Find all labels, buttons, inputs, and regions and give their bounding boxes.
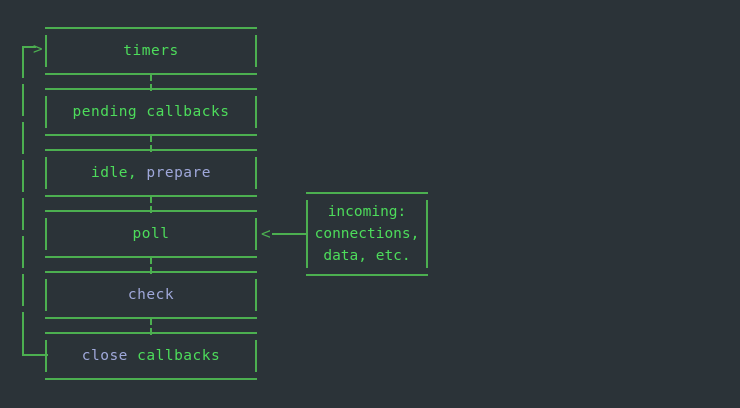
incoming-line: incoming: <box>327 203 407 220</box>
phase-label-poll: poll <box>45 210 257 258</box>
connector-idle-poll <box>150 196 152 203</box>
phase-label-segment: poll <box>132 226 170 242</box>
box-edge-left <box>306 200 308 268</box>
connector-timers-pending <box>150 84 152 91</box>
box-edge-bottom <box>45 73 257 75</box>
connector-poll-check <box>150 267 152 274</box>
box-edge-right <box>255 279 257 311</box>
phase-box-pending-callbacks[interactable]: pending callbacks <box>45 88 257 136</box>
arrow-left-icon: < <box>261 224 271 243</box>
box-edge-right <box>255 35 257 67</box>
box-edge-bottom <box>45 134 257 136</box>
box-edge-left <box>45 96 47 128</box>
loop-spine-segment <box>22 54 24 78</box>
box-edge-left <box>45 340 47 372</box>
loop-spine-segment <box>22 312 24 344</box>
phase-label-segment: callbacks <box>137 348 221 364</box>
loop-bottom-elbow <box>22 354 48 356</box>
phase-label-pending-callbacks: pending callbacks <box>45 88 257 136</box>
phase-label-segment-keyword: check <box>127 287 175 303</box>
connector-pending-idle <box>150 135 152 142</box>
phase-label-check: check <box>45 271 257 319</box>
phase-box-timers[interactable]: timers <box>45 27 257 75</box>
phase-label-segment: idle, <box>91 165 147 181</box>
incoming-to-poll-line <box>272 233 308 235</box>
phase-label-timers: timers <box>45 27 257 75</box>
phase-box-idle-prepare[interactable]: idle, prepare <box>45 149 257 197</box>
incoming-events-text: incoming: connections, data, etc. <box>306 192 428 276</box>
box-edge-top <box>45 271 257 273</box>
box-edge-top <box>306 192 428 194</box>
loop-top-elbow-riser <box>22 46 24 56</box>
loop-spine-segment <box>22 160 24 192</box>
loop-spine-segment <box>22 236 24 268</box>
box-edge-right <box>255 340 257 372</box>
loop-spine-segment <box>22 122 24 154</box>
box-edge-right <box>255 157 257 189</box>
loop-bottom-elbow-riser <box>22 344 24 356</box>
incoming-line: data, etc. <box>323 247 411 264</box>
loop-spine-segment <box>22 274 24 306</box>
connector-check-close <box>150 318 152 325</box>
box-edge-right <box>255 96 257 128</box>
arrow-right-icon: > <box>33 39 43 58</box>
box-edge-top <box>45 149 257 151</box>
loop-spine-segment <box>22 84 24 116</box>
box-edge-left <box>45 218 47 250</box>
box-edge-left <box>45 279 47 311</box>
connector-pending-idle <box>150 145 152 152</box>
incoming-events-box[interactable]: incoming: connections, data, etc. <box>306 192 428 276</box>
connector-poll-check <box>150 257 152 264</box>
box-edge-left <box>45 157 47 189</box>
phase-box-check[interactable]: check <box>45 271 257 319</box>
connector-timers-pending <box>150 74 152 81</box>
incoming-line: connections, <box>314 225 420 242</box>
loop-spine-segment <box>22 198 24 230</box>
box-edge-top <box>45 210 257 212</box>
box-edge-top <box>45 88 257 90</box>
phase-label-segment-keyword: prepare <box>146 165 211 181</box>
phase-label-idle-prepare: idle, prepare <box>45 149 257 197</box>
box-edge-left <box>45 35 47 67</box>
box-edge-right <box>255 218 257 250</box>
phase-label-close-callbacks: close callbacks <box>45 332 257 380</box>
connector-check-close <box>150 328 152 335</box>
box-edge-top <box>45 332 257 334</box>
box-edge-right <box>426 200 428 268</box>
box-edge-bottom <box>45 256 257 258</box>
box-edge-top <box>45 27 257 29</box>
phase-box-close-callbacks[interactable]: close callbacks <box>45 332 257 380</box>
box-edge-bottom <box>45 378 257 380</box>
phase-label-segment: pending callbacks <box>72 104 230 120</box>
box-edge-bottom <box>45 317 257 319</box>
phase-label-segment-keyword: close <box>81 348 138 364</box>
phase-label-segment: timers <box>123 43 179 59</box>
box-edge-bottom <box>306 274 428 276</box>
loop-top-elbow <box>22 46 36 48</box>
phase-box-poll[interactable]: poll <box>45 210 257 258</box>
box-edge-bottom <box>45 195 257 197</box>
connector-idle-poll <box>150 206 152 213</box>
